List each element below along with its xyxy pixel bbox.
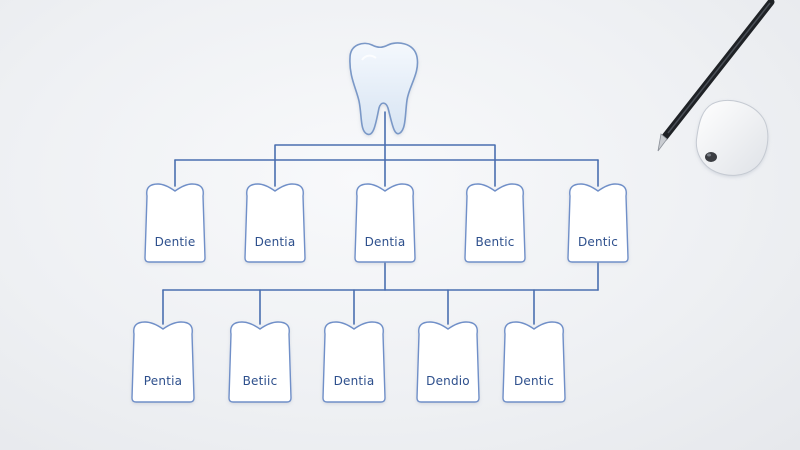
root-tooth-icon bbox=[349, 42, 419, 136]
level2-card-label: Dentic bbox=[513, 374, 555, 388]
level2-card-label: Pentia bbox=[143, 374, 183, 388]
upper-bracket-line bbox=[274, 144, 496, 161]
level2-card-label: Dendio bbox=[426, 374, 470, 388]
tooth-eraser-icon bbox=[695, 100, 769, 176]
level1-card-label: Dentia bbox=[364, 235, 406, 249]
level2-card-label: Betiic bbox=[242, 374, 278, 388]
level1-tooth-card-5 bbox=[567, 183, 629, 263]
level2-tooth-card-4 bbox=[416, 321, 480, 403]
level1-card-label: Bentic bbox=[475, 235, 515, 249]
level2-tooth-card-2 bbox=[228, 321, 292, 403]
level1-card-label: Dentie bbox=[154, 235, 196, 249]
level1-tooth-card-1 bbox=[144, 183, 206, 263]
level1-card-label: Dentia bbox=[254, 235, 296, 249]
level2-tooth-card-1 bbox=[131, 321, 195, 403]
level1-card-label: Dentic bbox=[577, 235, 619, 249]
level1-tooth-card-4 bbox=[464, 183, 526, 263]
pen-icon bbox=[657, 0, 775, 152]
level2-card-label: Dentia bbox=[333, 374, 375, 388]
level2-tooth-card-5 bbox=[502, 321, 566, 403]
level1-tooth-card-2 bbox=[244, 183, 306, 263]
level1-tooth-card-3 bbox=[354, 183, 416, 263]
connector-lines bbox=[162, 111, 599, 325]
level2-tooth-card-3 bbox=[322, 321, 386, 403]
